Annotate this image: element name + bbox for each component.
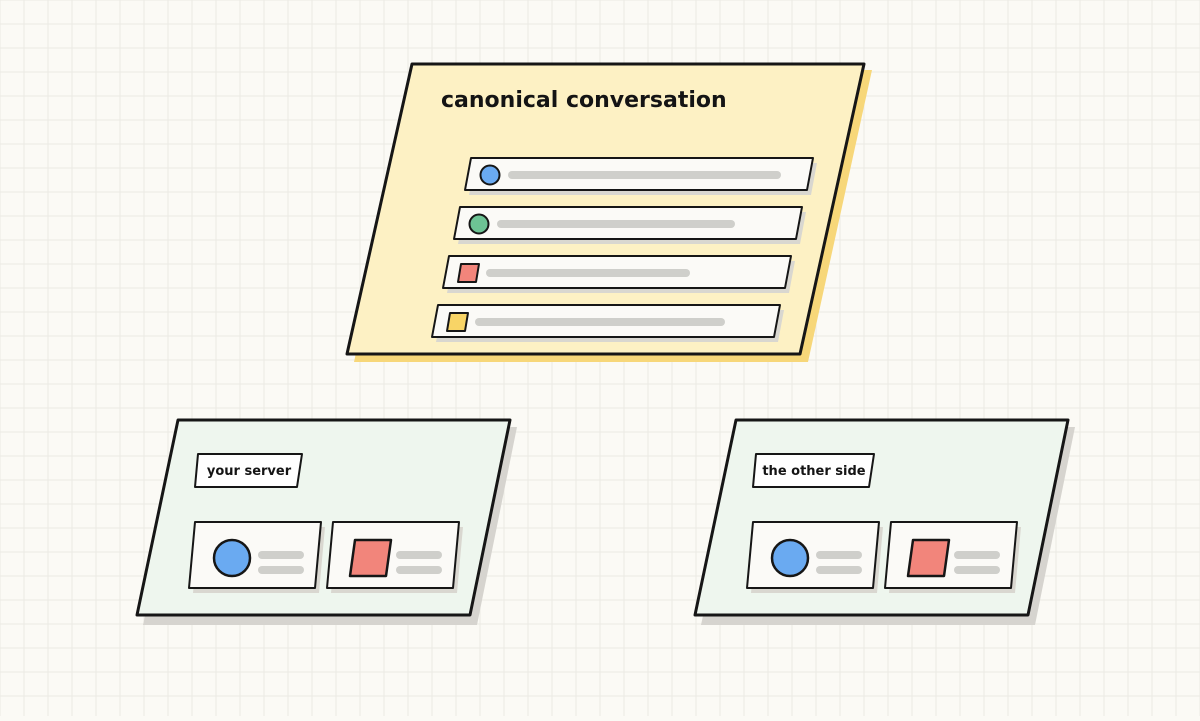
participant-card xyxy=(326,521,463,593)
card-row xyxy=(746,521,1021,593)
red-square-icon xyxy=(457,263,480,283)
participant-card xyxy=(746,521,883,593)
blue-circle-icon xyxy=(770,538,810,578)
side-label: the other side xyxy=(762,464,865,479)
green-circle-icon xyxy=(468,213,490,235)
side-label-box xyxy=(194,453,303,488)
canonical-title: canonical conversation xyxy=(441,88,727,113)
message-row xyxy=(464,157,817,195)
side-label-tag: the other side xyxy=(752,453,875,488)
card-row xyxy=(188,521,463,593)
message-row xyxy=(431,304,784,342)
message-list xyxy=(431,157,817,342)
side-label-box xyxy=(752,453,875,488)
blue-circle-icon xyxy=(212,538,252,578)
message-row xyxy=(453,206,806,244)
blue-circle-icon xyxy=(479,164,501,186)
participant-card xyxy=(188,521,325,593)
yellow-square-icon xyxy=(446,312,469,332)
message-row xyxy=(442,255,795,293)
participant-card xyxy=(884,521,1021,593)
red-square-icon xyxy=(348,538,393,578)
red-square-icon xyxy=(906,538,951,578)
side-label: your server xyxy=(207,464,292,479)
side-label-tag: your server xyxy=(194,453,303,488)
side-panel-your-server: your server xyxy=(135,418,517,625)
canonical-panel: canonical conversation xyxy=(345,62,872,362)
side-panel-other-side: the other side xyxy=(693,418,1075,625)
